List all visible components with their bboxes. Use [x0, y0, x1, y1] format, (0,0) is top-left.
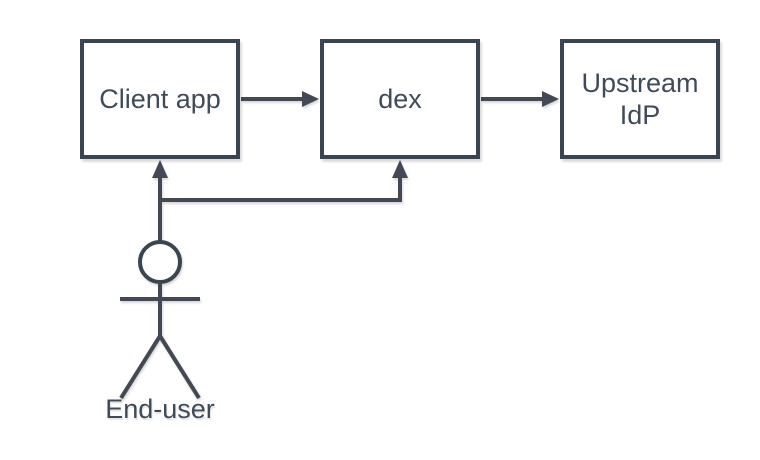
edge-client-app-to-dex-arrowhead-icon	[302, 91, 319, 107]
edge-end-user-to-dex-arrowhead-icon	[392, 160, 408, 178]
node-client-app-label: Client app	[99, 84, 221, 114]
edge-dex-to-upstream-idp-arrowhead-icon	[542, 91, 559, 107]
node-upstream-idp-label: Upstream IdP	[581, 68, 699, 130]
edge-end-user-to-dex-line	[160, 177, 402, 202]
actor-leg-right	[158, 334, 201, 400]
stick-figure-actor-icon	[119, 240, 201, 400]
node-dex: dex	[320, 39, 480, 159]
edge-end-user-to-client-app-arrowhead-icon	[152, 160, 168, 178]
edge-dex-to-upstream-idp	[481, 91, 559, 107]
actor-leg-left	[119, 334, 162, 400]
edge-end-user-to-client-app	[152, 160, 168, 241]
node-dex-label: dex	[378, 84, 422, 114]
node-upstream-idp: Upstream IdP	[560, 39, 720, 159]
actor-head	[138, 240, 182, 284]
actor-label: End-user	[105, 394, 215, 424]
edge-end-user-to-dex	[160, 160, 408, 202]
edge-client-app-to-dex	[241, 91, 319, 107]
node-client-app: Client app	[80, 39, 240, 159]
